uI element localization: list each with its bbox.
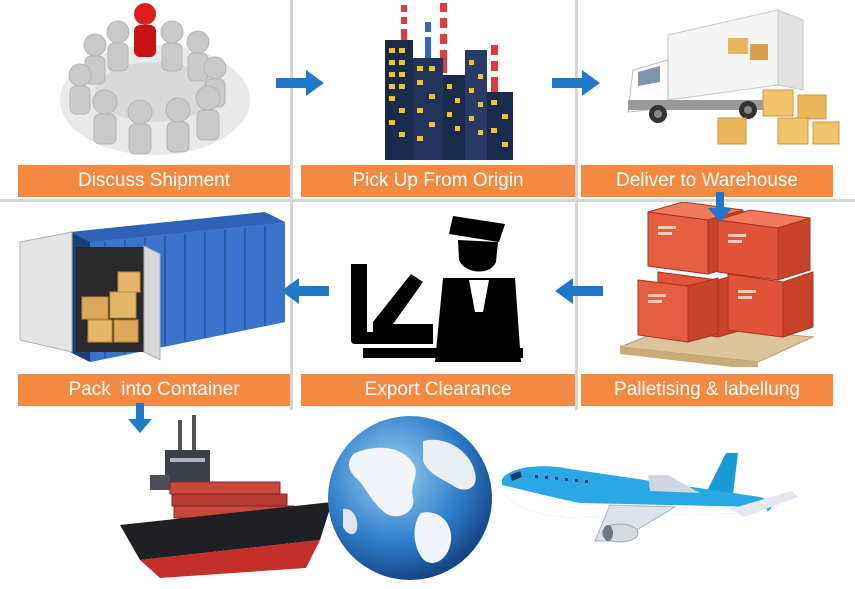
customs-officer-icon [351,216,523,362]
arrow-left-icon [281,278,329,304]
arrow-right-icon [552,70,600,96]
arrow-down-icon [708,192,732,222]
step-label: Deliver to Warehouse [581,165,833,197]
step-discuss-shipment: Discuss Shipment [0,0,290,199]
cargo-ship-icon [120,415,332,578]
step-deliver-to-warehouse: Deliver to Warehouse [578,0,855,199]
airplane-icon [502,453,798,543]
grid-divider-horizontal [0,199,855,202]
truck-icon [627,9,840,145]
arrow-down-icon [128,403,152,433]
grid-divider-vertical-2 [575,0,578,410]
step-label: Pack into Container [18,374,290,406]
arrow-right-icon [276,70,324,96]
step-label: Discuss Shipment [18,165,290,197]
grid-divider-vertical-1 [290,0,293,410]
pallet-boxes-icon [619,202,815,367]
globe-icon [328,416,492,580]
step-palletising-labelling: Palletising & labellung [578,202,855,410]
meeting-icon [60,3,250,155]
step-pack-into-container: Pack into Container [0,202,290,410]
step-pick-up-from-origin: Pick Up From Origin [293,0,575,199]
step-label: Pick Up From Origin [301,165,575,197]
step-export-clearance: Export Clearance [293,202,575,410]
step-label: Palletising & labellung [581,374,833,406]
arrow-left-icon [555,278,603,304]
factory-icon [385,3,513,160]
step-label: Export Clearance [301,374,575,406]
shipping-container-icon [19,212,285,362]
